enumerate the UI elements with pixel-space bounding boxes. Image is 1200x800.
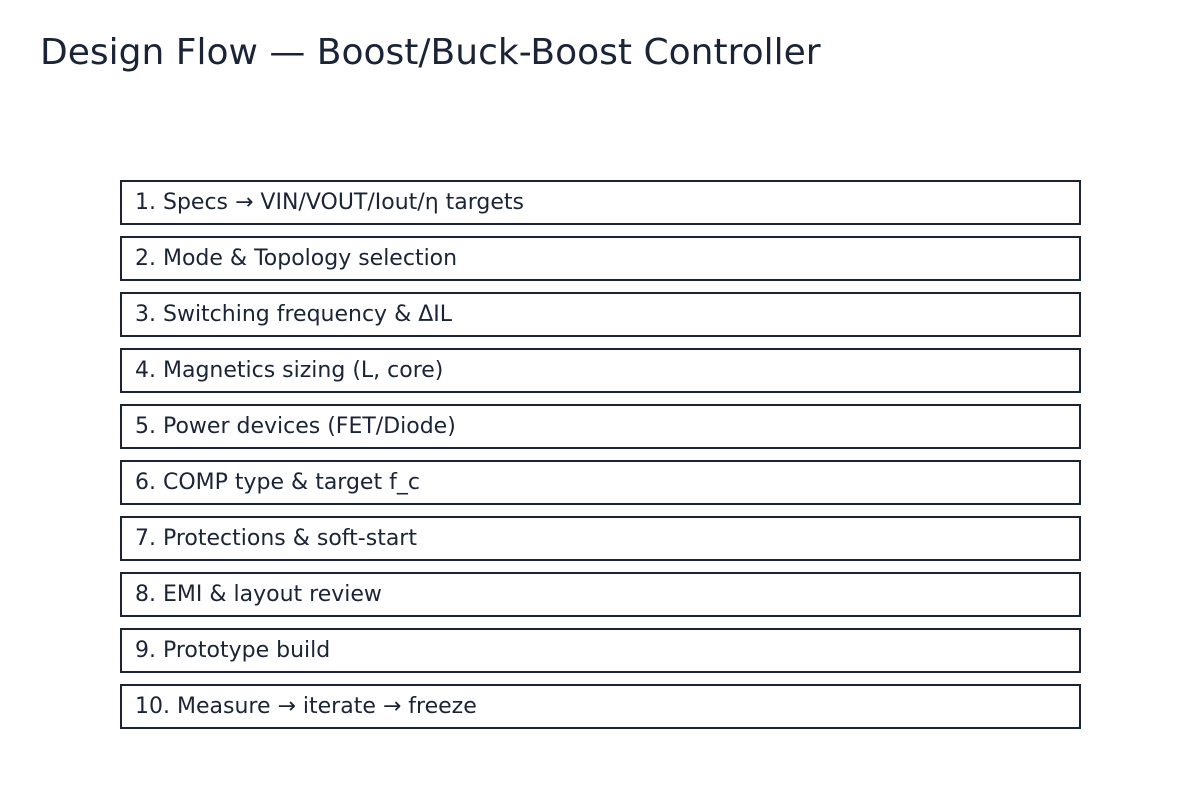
flow-step-9: 9. Prototype build: [120, 628, 1081, 673]
flow-step-label: 8. EMI & layout review: [135, 581, 382, 607]
flow-step-label: 3. Switching frequency & ΔIL: [135, 301, 453, 327]
flow-step-7: 7. Protections & soft-start: [120, 516, 1081, 561]
flow-step-label: 2. Mode & Topology selection: [135, 245, 458, 271]
flow-step-label: 1. Specs → VIN/VOUT/Iout/η targets: [135, 189, 524, 215]
flow-step-6: 6. COMP type & target f_c: [120, 460, 1081, 505]
flow-step-label: 9. Prototype build: [135, 637, 331, 663]
flow-step-label: 7. Protections & soft-start: [135, 525, 417, 551]
flow-step-3: 3. Switching frequency & ΔIL: [120, 292, 1081, 337]
page-title: Design Flow — Boost/Buck-Boost Controlle…: [40, 32, 821, 73]
flow-step-1: 1. Specs → VIN/VOUT/Iout/η targets: [120, 180, 1081, 225]
flow-step-2: 2. Mode & Topology selection: [120, 236, 1081, 281]
flow-step-label: 6. COMP type & target f_c: [135, 469, 420, 495]
flow-step-label: 10. Measure → iterate → freeze: [135, 693, 477, 719]
flow-step-list: 1. Specs → VIN/VOUT/Iout/η targets 2. Mo…: [120, 180, 1081, 729]
flow-step-5: 5. Power devices (FET/Diode): [120, 404, 1081, 449]
flow-step-10: 10. Measure → iterate → freeze: [120, 684, 1081, 729]
flow-step-label: 5. Power devices (FET/Diode): [135, 413, 456, 439]
flow-step-8: 8. EMI & layout review: [120, 572, 1081, 617]
flow-step-4: 4. Magnetics sizing (L, core): [120, 348, 1081, 393]
flow-step-label: 4. Magnetics sizing (L, core): [135, 357, 444, 383]
